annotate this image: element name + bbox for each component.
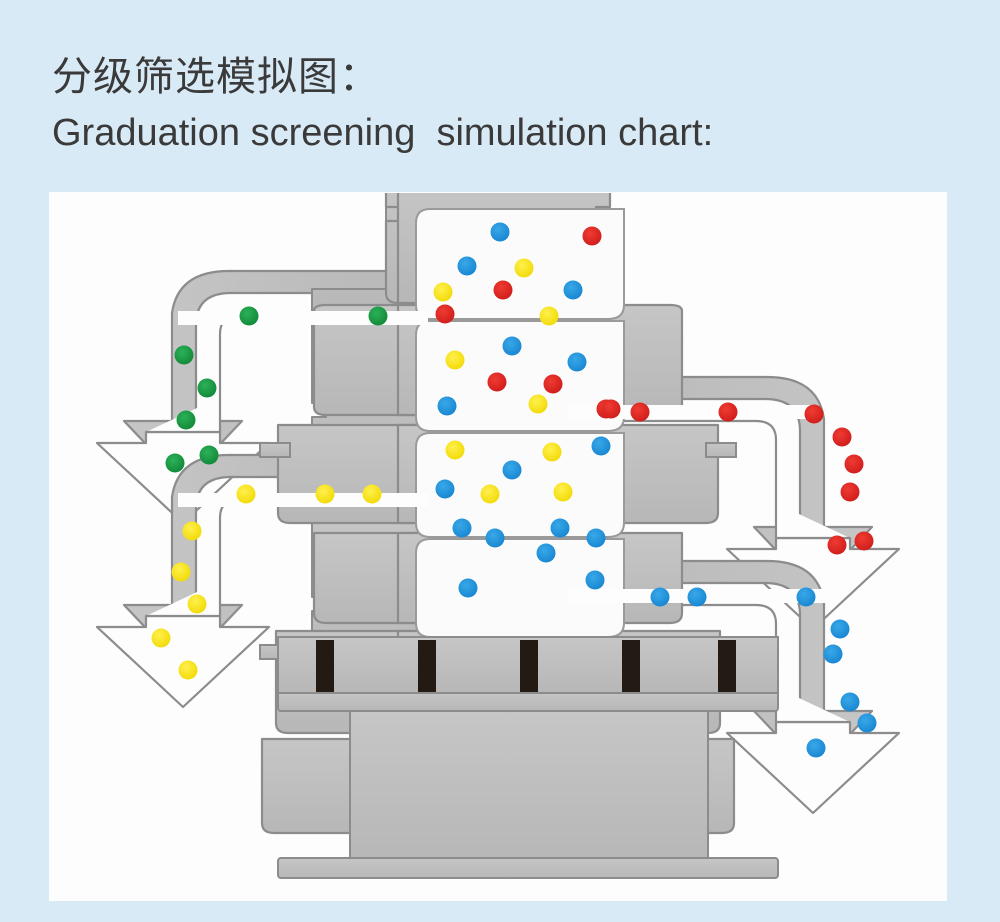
particle-blue (490, 222, 510, 242)
title-block: 分级筛选模拟图： Graduation screening simulation… (52, 52, 932, 158)
particle-green (239, 306, 259, 326)
particle-blue (563, 280, 583, 300)
particle-red (804, 404, 824, 424)
particle-blue (452, 518, 472, 538)
particle-blue (536, 543, 556, 563)
particle-blue (650, 587, 670, 607)
particle-blue (806, 738, 826, 758)
deck-4-chamber (415, 538, 625, 638)
particle-yellow (514, 258, 534, 278)
particle-green (165, 453, 185, 473)
particle-red (832, 427, 852, 447)
page-title-chinese: 分级筛选模拟图： (52, 55, 380, 99)
deck-1-slot-left (178, 311, 428, 325)
particle-blue (502, 336, 522, 356)
particle-yellow (182, 521, 202, 541)
particle-yellow (433, 282, 453, 302)
particle-blue (502, 460, 522, 480)
particle-blue (823, 644, 843, 664)
deck-3-chamber (415, 432, 625, 538)
deck-2-slot-right (568, 405, 818, 419)
machine-base (277, 690, 779, 879)
particle-yellow (151, 628, 171, 648)
particle-blue (437, 396, 457, 416)
particle-green (368, 306, 388, 326)
particle-red (601, 399, 621, 419)
particle-yellow (445, 440, 465, 460)
particle-yellow (445, 350, 465, 370)
particle-blue (687, 587, 707, 607)
particle-red (840, 482, 860, 502)
particle-green (176, 410, 196, 430)
particle-red (435, 304, 455, 324)
particle-blue (485, 528, 505, 548)
particle-yellow (178, 660, 198, 680)
particle-green (197, 378, 217, 398)
spring-2b (418, 640, 436, 692)
particle-red (543, 374, 563, 394)
particle-blue (567, 352, 587, 372)
particle-yellow (236, 484, 256, 504)
graduation-screening-diagram (95, 193, 901, 879)
particle-blue (591, 436, 611, 456)
deck-2-chamber (415, 320, 625, 432)
particle-yellow (362, 484, 382, 504)
sieve-chambers (415, 208, 625, 638)
particle-blue (550, 518, 570, 538)
motor-housing (349, 710, 709, 862)
particle-red (718, 402, 738, 422)
particle-red (630, 402, 650, 422)
spring-4b (622, 640, 640, 692)
particle-blue (457, 256, 477, 276)
particle-red (854, 531, 874, 551)
spring-3b (520, 640, 538, 692)
particle-yellow (315, 484, 335, 504)
page-title-english: Graduation screening simulation chart: (52, 112, 714, 154)
particle-red (827, 535, 847, 555)
particle-layer (151, 222, 877, 758)
spring-deck-band (277, 636, 779, 694)
particle-green (199, 445, 219, 465)
particle-blue (857, 713, 877, 733)
base-bottom-plate (277, 857, 779, 879)
particle-yellow (480, 484, 500, 504)
spring-1b (316, 640, 334, 692)
particle-blue (840, 692, 860, 712)
deck-3-slot-left (178, 493, 428, 507)
figure-panel (50, 193, 946, 900)
particle-red (493, 280, 513, 300)
particle-red (844, 454, 864, 474)
particle-red (487, 372, 507, 392)
particle-yellow (187, 594, 207, 614)
particle-yellow (171, 562, 191, 582)
particle-blue (458, 578, 478, 598)
particle-blue (585, 570, 605, 590)
particle-blue (830, 619, 850, 639)
particle-blue (586, 528, 606, 548)
particle-yellow (528, 394, 548, 414)
particle-red (582, 226, 602, 246)
particle-green (174, 345, 194, 365)
particle-blue (796, 587, 816, 607)
particle-blue (435, 479, 455, 499)
particle-yellow (539, 306, 559, 326)
particle-yellow (553, 482, 573, 502)
spring-5b (718, 640, 736, 692)
particle-yellow (542, 442, 562, 462)
